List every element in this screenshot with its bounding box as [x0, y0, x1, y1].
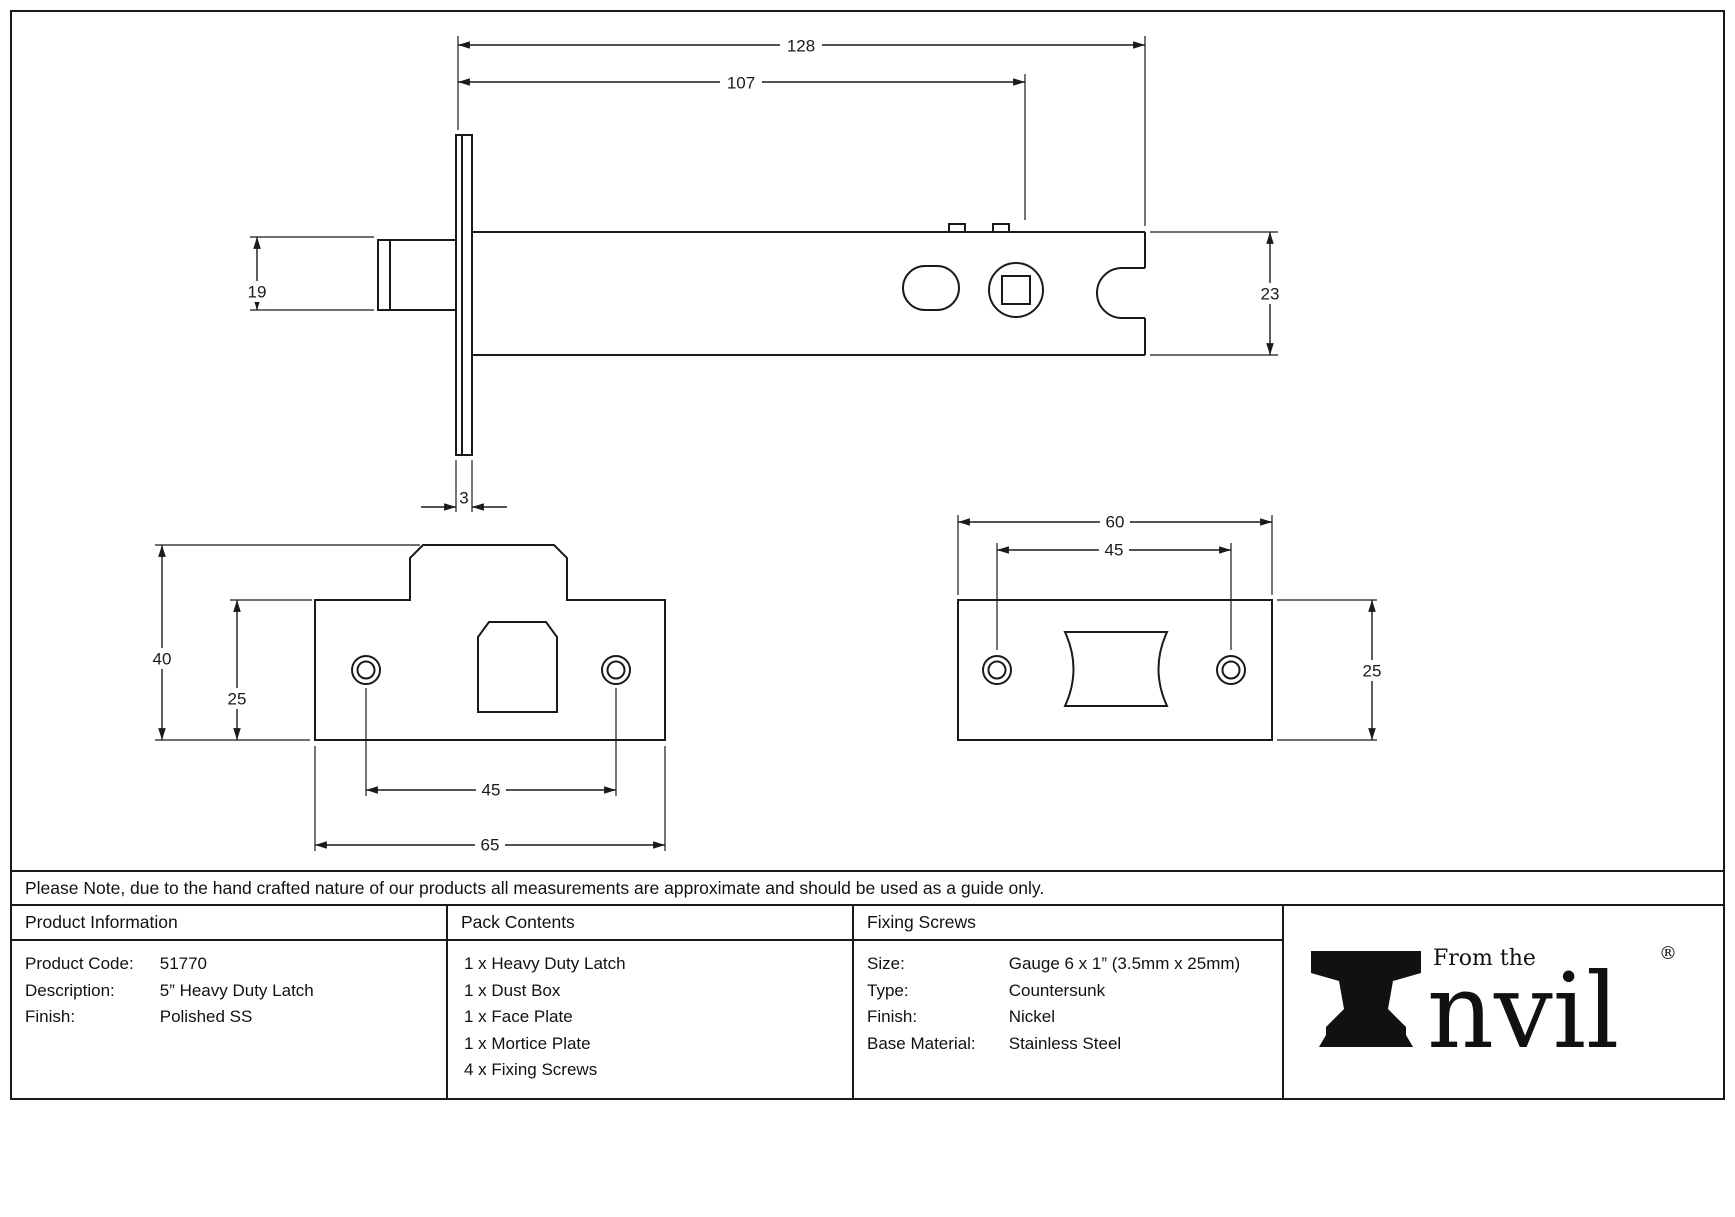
drawing-area: 128 107 19 — [12, 12, 1723, 870]
faceplate-dim-total-height: 40 — [147, 544, 420, 741]
screw-finish-row: Finish: Nickel — [867, 1004, 1269, 1031]
base-material-row: Base Material: Stainless Steel — [867, 1031, 1269, 1058]
pack-item: 1 x Heavy Duty Latch — [464, 954, 626, 973]
field-label: Base Material: — [867, 1033, 976, 1053]
face-plate-drawing — [314, 544, 666, 741]
field-value: Countersunk — [1008, 980, 1106, 1000]
logo-brand-text: nvil — [1427, 950, 1619, 1070]
anvil-icon — [1310, 950, 1421, 1047]
mortice-plate-drawing — [957, 599, 1273, 741]
pack-item: 1 x Face Plate — [464, 1007, 573, 1026]
dim-label: 65 — [481, 836, 500, 855]
screw-hole — [982, 655, 1012, 685]
product-information-cell: Product Code: 51770 Description: 5” Heav… — [12, 941, 448, 1098]
latch-dim-overall-length: 128 — [457, 34, 1146, 226]
latch-tab — [948, 223, 966, 233]
pack-item: 1 x Mortice Plate — [464, 1033, 591, 1053]
field-value: Polished SS — [159, 1007, 253, 1026]
latch-faceplate-edge — [455, 134, 473, 456]
dim-label: 23 — [1261, 285, 1280, 304]
size-row: Size: Gauge 6 x 1” (3.5mm x 25mm) — [867, 951, 1269, 978]
field-label: Type: — [867, 980, 909, 1000]
latch-dim-faceplate-thickness: 3 — [421, 460, 507, 512]
technical-drawing: 128 107 19 — [147, 34, 1387, 855]
latch-dim-backset: 107 — [458, 71, 1026, 220]
faceplate-dim-plate-height: 25 — [222, 599, 312, 740]
spindle-square-hole — [1001, 275, 1031, 305]
mortice-plate-opening — [1063, 631, 1169, 707]
dim-label: 19 — [248, 283, 267, 302]
faceplate-dim-width: 65 — [314, 746, 666, 855]
field-label: Finish: — [867, 1007, 918, 1026]
product-code-row: Product Code: 51770 — [25, 951, 433, 978]
dim-label: 45 — [482, 781, 501, 800]
mortice-plate-outline — [957, 599, 1273, 741]
screw-hole — [601, 655, 631, 685]
note-text: Please Note, due to the hand crafted nat… — [25, 877, 1045, 898]
field-value: Stainless Steel — [1008, 1033, 1122, 1053]
latch-oval-slot — [902, 265, 960, 311]
field-value: Gauge 6 x 1” (3.5mm x 25mm) — [1008, 954, 1241, 973]
dim-label: 40 — [153, 650, 172, 669]
field-label: Size: — [867, 954, 905, 973]
mortice-dim-height: 25 — [1277, 599, 1387, 741]
logo-tagline: From the — [1433, 946, 1536, 971]
description-row: Description: 5” Heavy Duty Latch — [25, 978, 433, 1005]
fixing-screws-header: Fixing Screws — [854, 906, 1284, 941]
spindle-hub — [988, 262, 1044, 318]
info-table: Product Information Pack Contents Fixing… — [12, 904, 1723, 1098]
anvil-logo: From the ® nvil — [1310, 943, 1677, 1070]
dim-label: 60 — [1106, 513, 1125, 532]
faceplate-dim-hole-spacing: 45 — [365, 688, 617, 800]
screw-hole — [351, 655, 381, 685]
latch-fork-notch — [1096, 267, 1145, 319]
fixing-screws-cell: Size: Gauge 6 x 1” (3.5mm x 25mm) Type: … — [854, 941, 1284, 1098]
field-label: Product Code: — [25, 954, 134, 973]
pack-contents-cell: 1 x Heavy Duty Latch 1 x Dust Box 1 x Fa… — [448, 941, 854, 1098]
brand-logo: From the ® nvil — [1284, 906, 1723, 1098]
face-plate-outline — [314, 544, 666, 741]
latch-dim-body-height: 23 — [1150, 231, 1285, 356]
face-plate-latch-opening — [477, 621, 558, 713]
field-value: 5” Heavy Duty Latch — [159, 980, 314, 1000]
latch-body-drawing — [377, 134, 1146, 456]
field-value: Nickel — [1008, 1007, 1056, 1026]
latch-tab — [992, 223, 1010, 233]
latch-dim-bolt-height: 19 — [242, 236, 374, 311]
screw-hole — [1216, 655, 1246, 685]
mortice-dim-hole-spacing: 45 — [996, 539, 1232, 650]
field-label: Description: — [25, 980, 115, 1000]
dim-label: 25 — [228, 690, 247, 709]
registered-mark: ® — [1659, 943, 1677, 964]
field-label: Finish: — [25, 1007, 76, 1026]
dim-label: 3 — [459, 489, 468, 508]
finish-row: Finish: Polished SS — [25, 1004, 433, 1031]
field-value: 51770 — [159, 954, 208, 973]
pack-item: 1 x Dust Box — [464, 980, 561, 1000]
type-row: Type: Countersunk — [867, 978, 1269, 1005]
pack-contents-header: Pack Contents — [448, 906, 854, 941]
dim-label: 128 — [787, 37, 815, 56]
dim-label: 25 — [1363, 662, 1382, 681]
dim-label: 107 — [727, 74, 755, 93]
dim-label: 45 — [1105, 541, 1124, 560]
product-information-header: Product Information — [12, 906, 448, 941]
content-frame: 128 107 19 — [10, 10, 1725, 1100]
mortice-dim-width: 60 — [957, 511, 1273, 595]
note-bar: Please Note, due to the hand crafted nat… — [12, 870, 1723, 904]
pack-item: 4 x Fixing Screws — [464, 1060, 598, 1079]
